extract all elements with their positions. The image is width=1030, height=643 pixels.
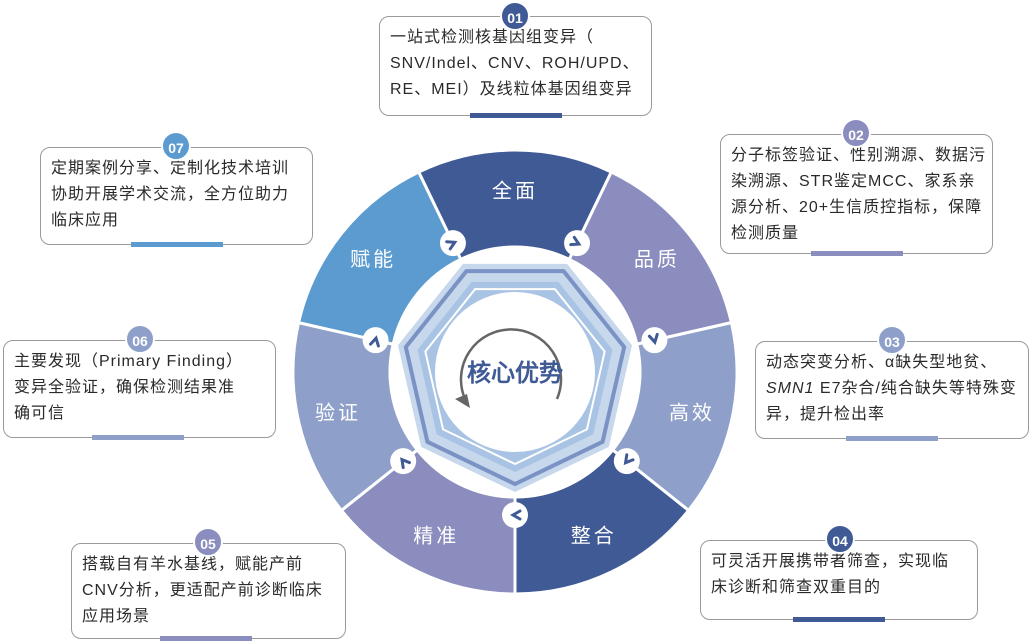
card-06-accent-bar <box>92 435 184 440</box>
wheel-chevrons <box>362 230 668 528</box>
card-05-line-1: 搭载自有羊水基线，赋能产前 <box>82 556 304 573</box>
badge-06: 06 <box>125 324 155 354</box>
card-01-line-2: SNV/Indel、CNV、ROH/UPD、 <box>390 55 640 72</box>
chevron-icon-6 <box>362 327 389 354</box>
chevron-icon-2 <box>641 327 668 354</box>
card-01-accent-bar <box>470 113 562 118</box>
card-02-accent-bar <box>811 251 903 256</box>
card-06-line-3: 确可信 <box>14 405 66 422</box>
segment-label-7: 赋能 <box>350 248 396 271</box>
card-03-accent-bar <box>846 436 938 441</box>
card-03-line-2: SMN1 E7杂合/纯合缺失等特殊变 <box>766 376 1018 402</box>
chevron-icon-4 <box>502 502 528 528</box>
card-05-line-3: 应用场景 <box>82 608 151 625</box>
card-06-line-1: 主要发现（Primary Finding） <box>14 353 244 370</box>
chevron-icon-1 <box>564 230 591 257</box>
badge-01: 01 <box>500 1 530 31</box>
chevron-icon-7 <box>439 230 466 257</box>
cycle-arrowhead-icon <box>455 394 470 408</box>
inner-ring-4 <box>424 288 606 466</box>
card-01-line-1: 一站式检测核基因组变异（ <box>390 29 595 46</box>
card-02-line-2: 染溯源、STR鉴定MCC、家系亲 <box>731 173 976 190</box>
segment-label-2: 品质 <box>634 248 680 271</box>
card-05: 搭载自有羊水基线，赋能产前 CNV分析，更适配产前诊断临床 应用场景 <box>71 543 346 641</box>
card-04-line-2: 床诊断和筛查双重目的 <box>711 579 882 596</box>
wheel-segments <box>291 148 739 596</box>
inner-ring-2 <box>403 269 627 487</box>
badge-04: 04 <box>825 524 855 554</box>
center-circle <box>435 292 595 452</box>
card-07-line-3: 临床应用 <box>51 212 120 229</box>
segment-label-1: 全面 <box>492 180 538 203</box>
segment-label-5: 精准 <box>413 525 459 548</box>
card-04-accent-bar <box>793 617 885 622</box>
card-07: 定期案例分享、定制化技术培训 协助开展学术交流，全方位助力 临床应用 <box>40 147 313 247</box>
segment-7 <box>296 169 463 346</box>
card-06: 主要发现（Primary Finding） 变异全验证，确保检测结果准 确可信 <box>3 340 276 440</box>
gene-name: SMN1 <box>766 380 815 397</box>
card-01: 一站式检测核基因组变异（ SNV/Indel、CNV、ROH/UPD、 RE、M… <box>379 16 652 118</box>
chevron-icon-5 <box>390 448 417 475</box>
card-05-accent-bar <box>160 636 252 641</box>
badge-07: 07 <box>161 131 191 161</box>
badge-03: 03 <box>877 325 907 355</box>
card-01-line-3: RE、MEI）及线粒体基因组变异 <box>390 81 633 98</box>
badge-02: 02 <box>841 118 871 148</box>
card-05-line-2: CNV分析，更适配产前诊断临床 <box>82 582 323 599</box>
card-04-line-1: 可灵活开展携带者筛查，实现临 <box>711 553 950 570</box>
cycle-arrow-icon <box>459 328 563 400</box>
card-07-line-2: 协助开展学术交流，全方位助力 <box>51 186 290 203</box>
card-07-accent-bar <box>131 242 223 247</box>
chevron-icon-3 <box>613 448 640 475</box>
segment-label-6: 验证 <box>315 401 361 424</box>
segment-label-3: 高效 <box>669 401 715 424</box>
card-03: 动态突变分析、α缺失型地贫、 SMN1 E7杂合/纯合缺失等特殊变 异，提升检出… <box>755 341 1029 441</box>
card-03-line-3: 异，提升检出率 <box>766 406 886 423</box>
card-03-line-2-text: E7杂合/纯合缺失等特殊变 <box>819 380 1017 397</box>
card-06-line-2: 变异全验证，确保检测结果准 <box>14 379 236 396</box>
card-07-line-1: 定期案例分享、定制化技术培训 <box>51 160 290 177</box>
card-02-line-4: 检测质量 <box>731 225 800 242</box>
segment-label-4: 整合 <box>571 525 617 548</box>
card-03-line-1: 动态突变分析、α缺失型地贫、 <box>766 354 998 371</box>
card-02-line-3: 源分析、20+生信质控指标，保障 <box>731 199 983 216</box>
center-title: 核心优势 <box>467 359 563 387</box>
card-02-line-1: 分子标签验证、性别溯源、数据污 <box>731 147 987 164</box>
card-02: 分子标签验证、性别溯源、数据污 染溯源、STR鉴定MCC、家系亲 源分析、20+… <box>720 134 993 256</box>
badge-05: 05 <box>193 527 223 557</box>
